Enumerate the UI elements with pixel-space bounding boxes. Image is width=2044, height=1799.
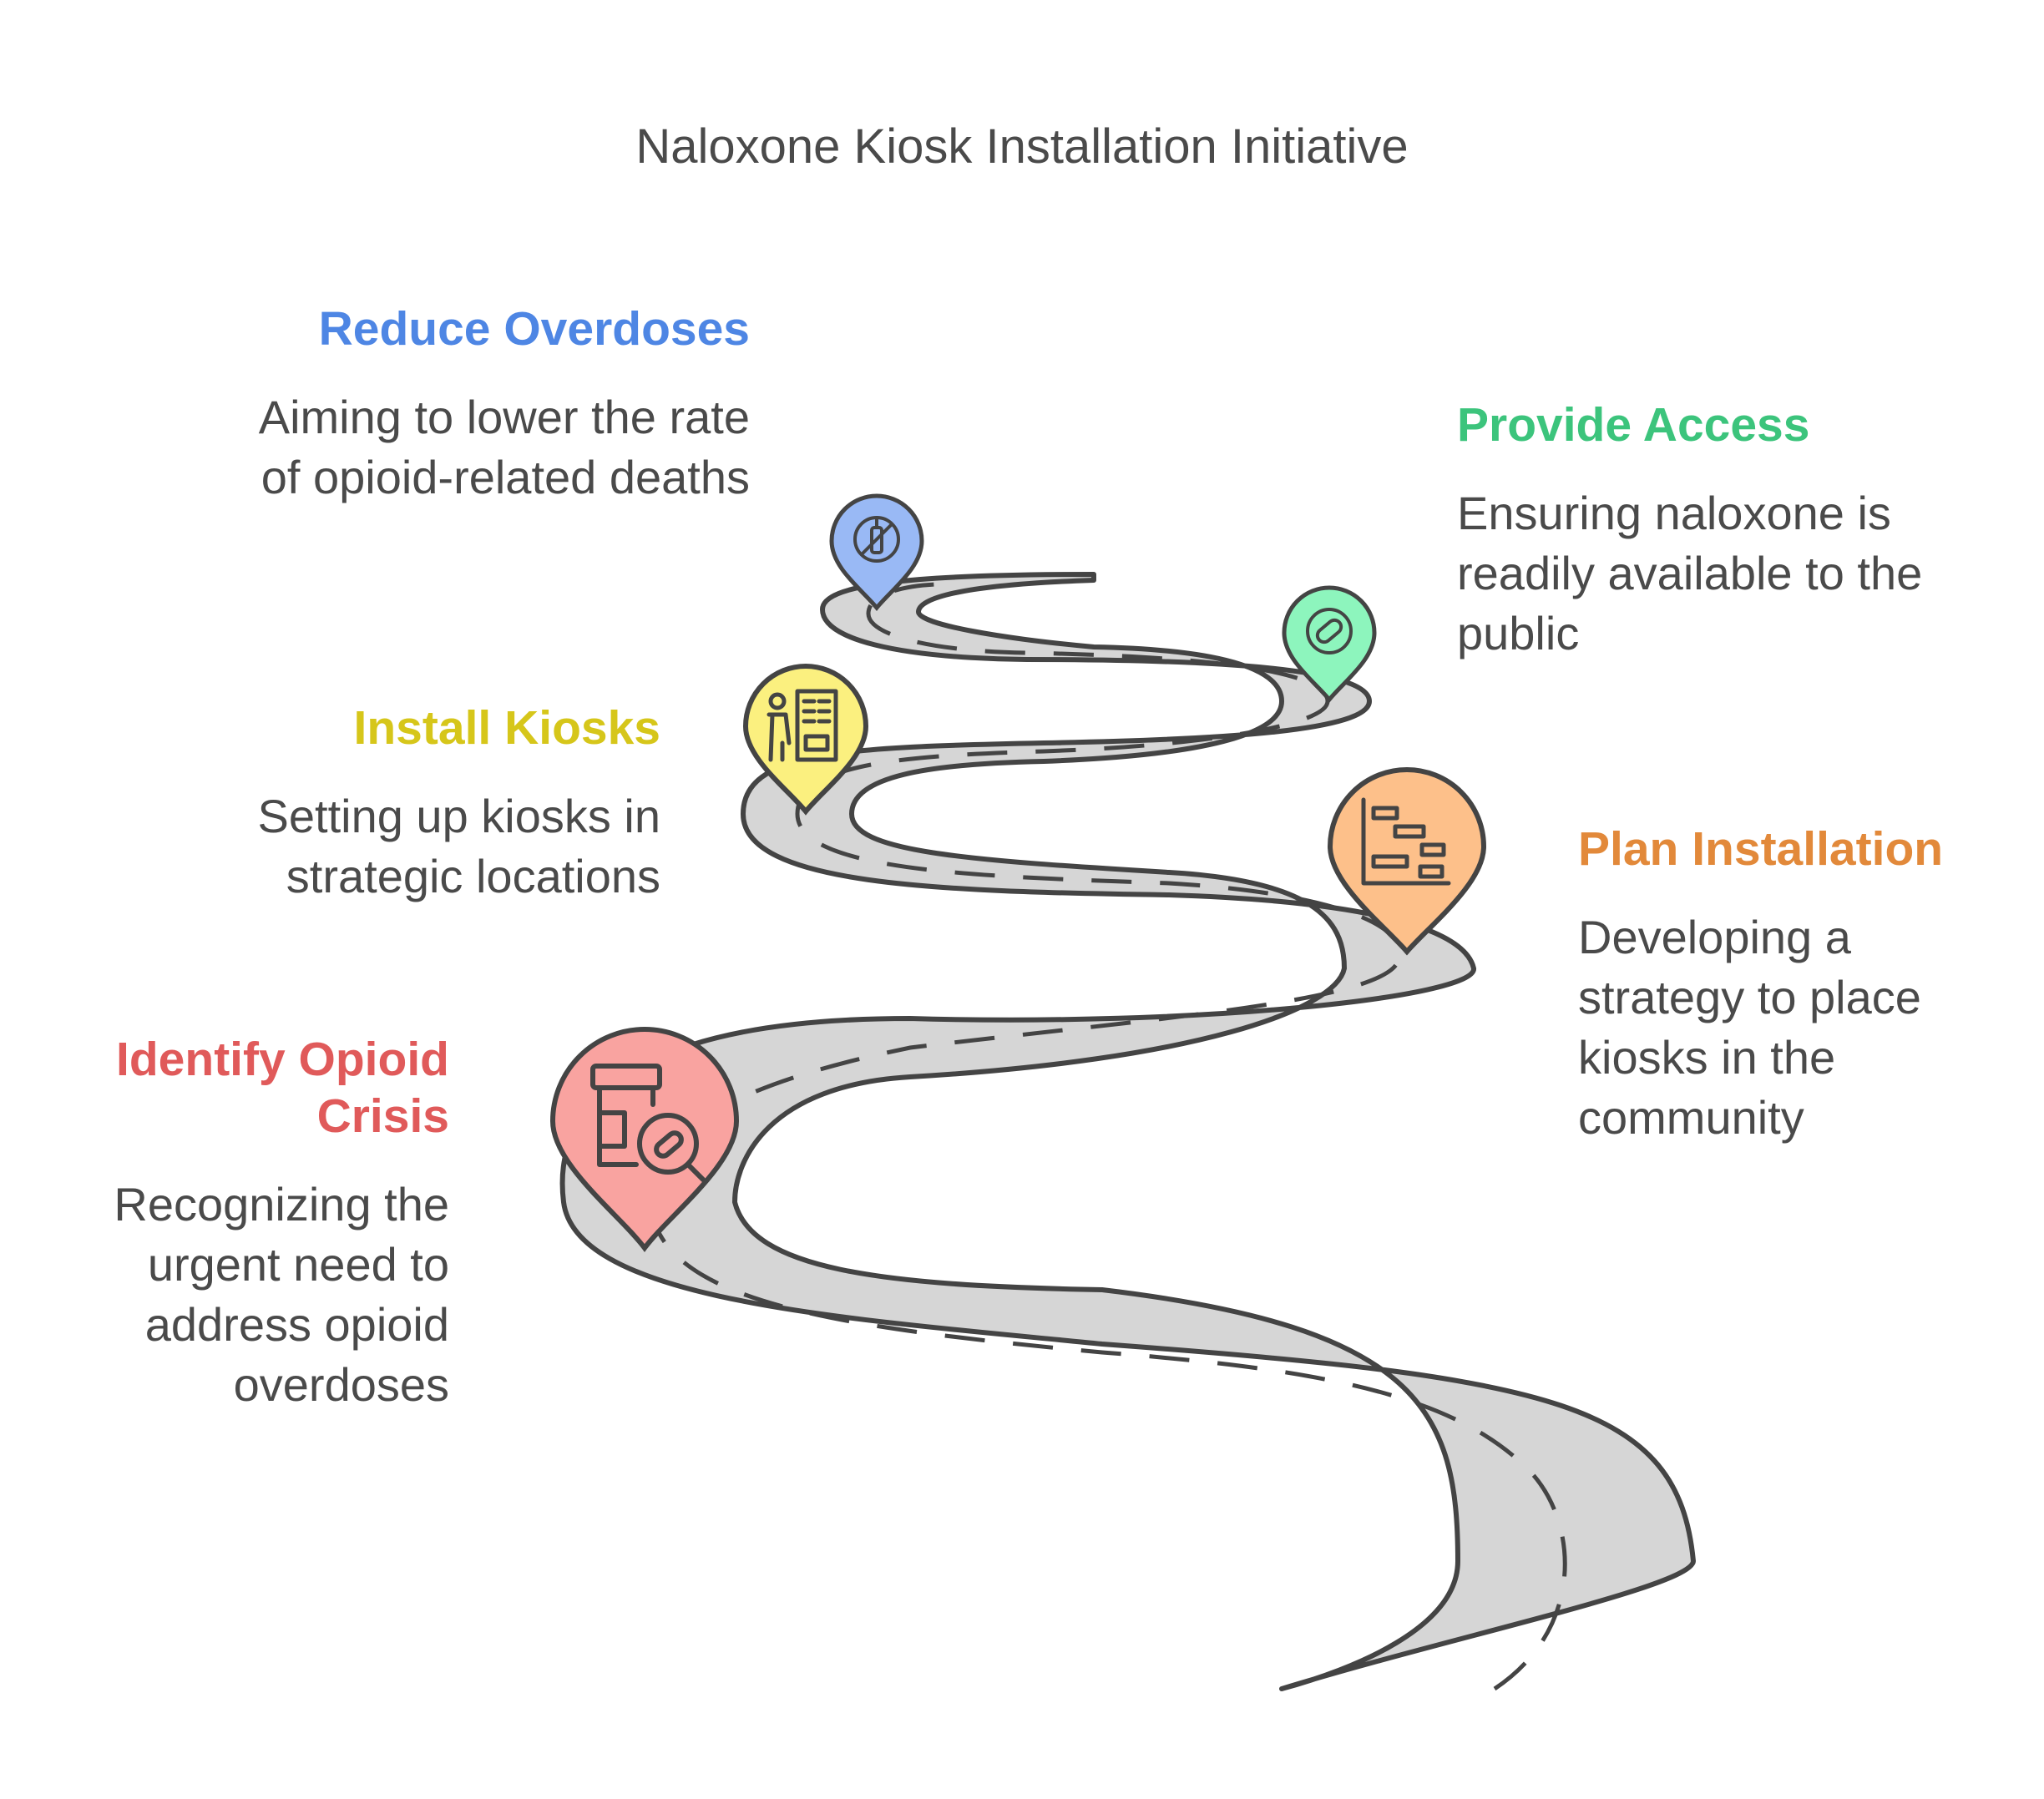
stage-heading: Identify Opioid Crisis	[116, 1033, 449, 1143]
stage-description: Recognizing the urgent need to address o…	[114, 1178, 449, 1411]
gantt-chart-icon	[1361, 797, 1451, 886]
diagram-title: Naloxone Kiosk Installation Initiative	[635, 119, 1409, 174]
road-center-line	[648, 582, 1567, 1691]
pin-access	[1282, 585, 1377, 703]
stage-description: Setting up kiosks in strategic locations	[257, 790, 660, 902]
stage-access: Provide Access Ensuring naloxone is read…	[1457, 397, 1941, 664]
stage-identify: Identify Opioid Crisis Recognizing the u…	[82, 1031, 449, 1415]
pill-bottle-search-icon	[590, 1064, 706, 1182]
stage-install: Install Kiosks Setting up kiosks in stra…	[226, 700, 660, 907]
stage-reduce: Reduce Overdoses Aiming to lower the rat…	[249, 301, 750, 508]
stage-heading: Reduce Overdoses	[318, 302, 750, 356]
stage-heading: Plan Installation	[1578, 822, 1944, 876]
stage-heading: Install Kiosks	[353, 701, 660, 755]
stage-description: Ensuring naloxone is readily available t…	[1457, 487, 1923, 659]
pin-identify	[549, 1027, 740, 1252]
pin-install	[742, 664, 869, 816]
stage-description: Aiming to lower the rate of opioid-relat…	[258, 391, 750, 503]
stage-heading: Provide Access	[1457, 398, 1810, 452]
pin-plan	[1327, 767, 1487, 956]
no-syringe-icon	[853, 516, 900, 563]
pill-badge-icon	[1306, 608, 1353, 654]
stage-description: Developing a strategy to place kiosks in…	[1578, 911, 1921, 1144]
stage-plan: Plan Installation Developing a strategy …	[1578, 821, 1979, 1148]
vending-kiosk-icon	[766, 689, 838, 762]
pin-reduce	[829, 493, 924, 611]
